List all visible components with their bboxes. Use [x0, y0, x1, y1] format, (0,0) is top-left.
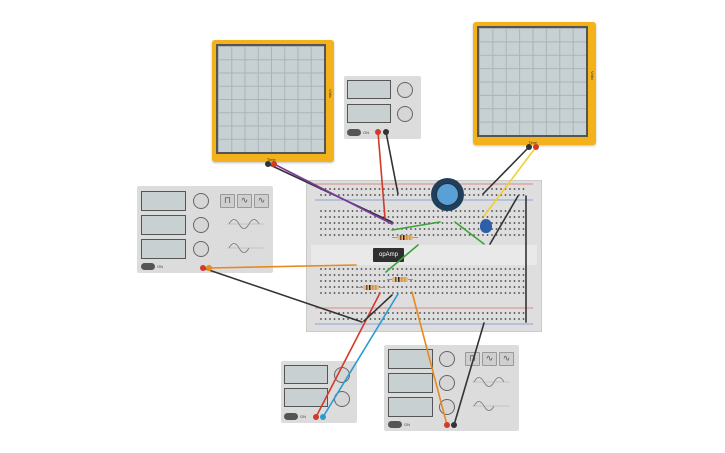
oscilloscope-time-label: Time — [528, 140, 538, 145]
current-display — [347, 104, 391, 123]
terminal-red[interactable] — [271, 161, 277, 167]
power-switch[interactable] — [141, 263, 155, 270]
oscilloscope-time-label: Time — [266, 157, 276, 162]
terminal-red[interactable] — [200, 265, 206, 271]
terminal-orange[interactable] — [206, 265, 212, 271]
breadboard[interactable]: opAmp — [306, 180, 542, 332]
resistor[interactable] — [358, 285, 384, 290]
voltage-knob[interactable] — [397, 82, 413, 98]
wire-green[interactable] — [391, 221, 441, 231]
potentiometer-knob[interactable] — [436, 183, 459, 206]
square-wave-button[interactable]: ⊓ — [220, 194, 235, 208]
square-wave-button[interactable]: ⊓ — [465, 352, 480, 366]
resistor[interactable] — [392, 235, 418, 240]
amplitude-knob[interactable] — [193, 217, 209, 233]
wire-purple[interactable] — [273, 163, 393, 225]
wire-yellow[interactable] — [483, 146, 537, 217]
current-knob[interactable] — [397, 106, 413, 122]
offset-display — [388, 397, 433, 417]
capacitor[interactable] — [480, 219, 492, 233]
oscilloscope-right[interactable]: V/div Time — [473, 22, 596, 145]
opamp-ic[interactable]: opAmp — [373, 248, 404, 262]
wire-black[interactable] — [489, 195, 519, 245]
frequency-display — [141, 191, 186, 211]
offset-knob[interactable] — [193, 241, 209, 257]
oscilloscope-vdiv-label: V/div — [328, 88, 333, 98]
power-switch[interactable] — [347, 129, 361, 136]
potentiometer[interactable] — [431, 178, 464, 211]
waveform-preview-icon — [227, 219, 265, 253]
frequency-knob[interactable] — [439, 351, 455, 367]
power-switch-label: ON — [404, 422, 410, 427]
wire-orange[interactable] — [208, 264, 357, 269]
oscilloscope-left[interactable]: V/div Time — [212, 40, 334, 162]
power-supply-top[interactable]: ON — [344, 76, 421, 139]
wire-green[interactable] — [454, 221, 485, 245]
power-switch-label: ON — [300, 414, 306, 419]
wire-black[interactable] — [202, 267, 363, 323]
voltage-display — [347, 80, 391, 99]
oscilloscope-vdiv-label: V/div — [590, 71, 595, 81]
terminal-red[interactable] — [313, 414, 319, 420]
power-switch[interactable] — [388, 421, 402, 428]
wire-black[interactable] — [482, 146, 530, 195]
function-generator-left[interactable]: ⊓ ∿ ∿ ON — [137, 186, 273, 273]
terminal-red[interactable] — [533, 144, 539, 150]
current-display — [284, 388, 328, 407]
wire-orange[interactable] — [411, 291, 448, 426]
triangle-wave-button[interactable]: ∿ — [499, 352, 514, 366]
wire-blue[interactable] — [322, 293, 399, 418]
resistor[interactable] — [387, 277, 413, 282]
amplitude-knob[interactable] — [439, 375, 455, 391]
frequency-knob[interactable] — [193, 193, 209, 209]
wire-green[interactable] — [385, 244, 419, 273]
amplitude-display — [141, 215, 186, 235]
terminal-black[interactable] — [265, 161, 271, 167]
oscilloscope-screen — [216, 44, 326, 154]
wire-black[interactable] — [363, 294, 393, 322]
wire-red[interactable] — [377, 131, 386, 219]
voltage-display — [284, 365, 328, 384]
offset-display — [141, 239, 186, 259]
sine-wave-button[interactable]: ∿ — [237, 194, 252, 208]
waveform-preview-icon — [472, 377, 510, 411]
terminal-red[interactable] — [375, 129, 381, 135]
function-generator-bottom[interactable]: ⊓ ∿ ∿ ON — [384, 345, 519, 431]
power-switch[interactable] — [284, 413, 298, 420]
sine-wave-button[interactable]: ∿ — [482, 352, 497, 366]
wire-red[interactable] — [315, 292, 381, 418]
frequency-display — [388, 349, 433, 369]
power-switch-label: ON — [363, 130, 369, 135]
terminal-black[interactable] — [451, 422, 457, 428]
wire-black[interactable] — [453, 322, 485, 426]
terminal-black[interactable] — [526, 144, 532, 150]
terminal-black[interactable] — [383, 129, 389, 135]
power-switch-label: ON — [157, 264, 163, 269]
terminal-blue[interactable] — [320, 414, 326, 420]
amplitude-display — [388, 373, 433, 393]
wire-black[interactable] — [385, 131, 399, 195]
oscilloscope-screen — [477, 26, 588, 137]
terminal-red[interactable] — [444, 422, 450, 428]
triangle-wave-button[interactable]: ∿ — [254, 194, 269, 208]
